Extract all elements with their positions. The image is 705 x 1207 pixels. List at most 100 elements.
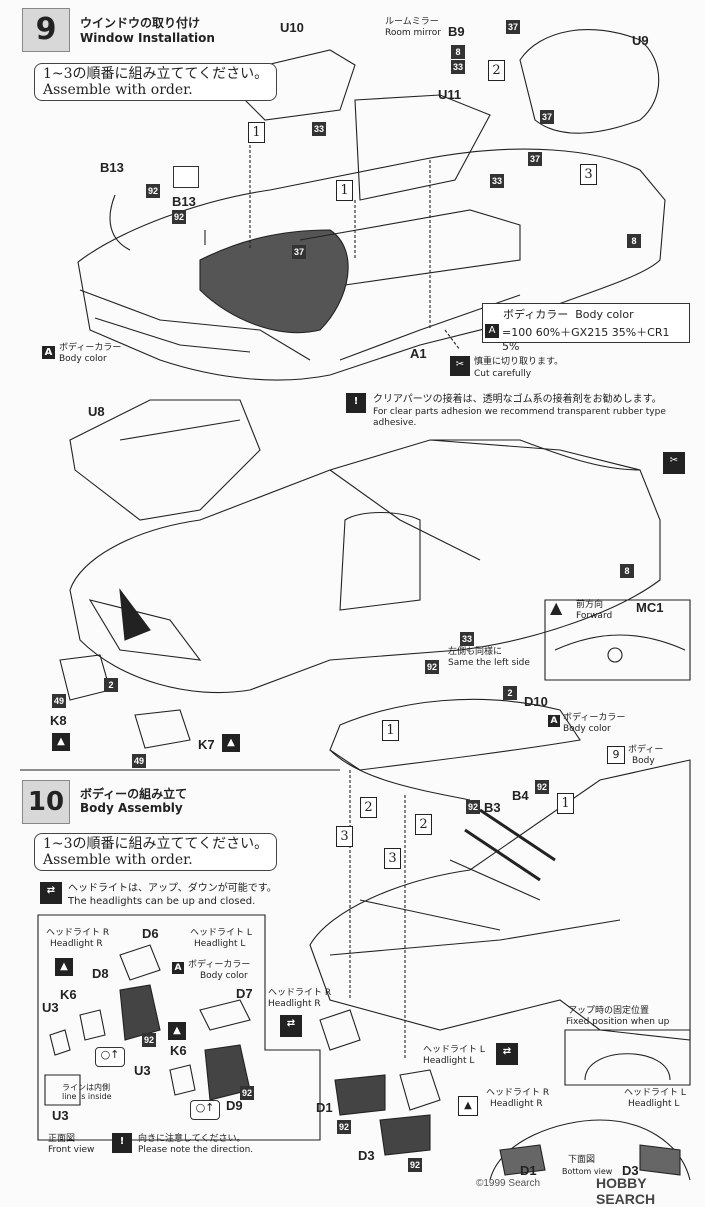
part-k6-b: K6 (170, 1043, 187, 1058)
paint-formula: =100 60%＋GX215 35%＋CR1 5% (502, 326, 670, 353)
part-b4: B4 (512, 788, 529, 803)
part-u3-a: U3 (42, 1000, 59, 1015)
glue-icon-hl-l: ▲ (168, 1022, 186, 1040)
order-note-en: Assemble with order. (43, 82, 193, 98)
paint-chip-92-i: 92 (408, 1158, 422, 1172)
attention-icon-2: ! (112, 1133, 132, 1153)
hl-r-en-a: Headlight R (50, 939, 103, 949)
paint-chip-8-a: 8 (451, 45, 465, 59)
part-u10: U10 (280, 20, 304, 35)
up-down-icon-r: ⇄ (280, 1015, 302, 1037)
part-k8: K8 (50, 713, 67, 728)
glue-icon-hl-r: ▲ (55, 958, 73, 976)
step-9-order-note: 1~3の順番に組み立ててください。 Assemble with order. (34, 63, 278, 101)
hl-l-jp-a: ヘッドライト L (190, 928, 252, 938)
up-arrow-icon-b: ○↑ (190, 1100, 220, 1120)
paint-chip-92-f: 92 (142, 1033, 156, 1047)
part-b3: B3 (484, 800, 501, 815)
step-10-title-jp: ボディーの組み立て (80, 787, 188, 801)
color-code-a-icon-d10: A (548, 715, 560, 727)
step-10-number: 10 (22, 780, 70, 824)
part-d1-a: D1 (316, 1100, 333, 1115)
forward-en: Forward (576, 611, 613, 621)
order-2-hood-a: 2 (360, 797, 377, 818)
d10-body-color-en: Body color (563, 724, 611, 734)
paint-chip-2-b: 2 (503, 686, 517, 700)
paint-chip-37-c: 37 (528, 152, 542, 166)
paint-chip-92-e: 92 (535, 780, 549, 794)
hl-r-jp-b: ヘッドライト R (268, 988, 332, 998)
line-inside-jp: ラインは内側 (62, 1083, 110, 1092)
part-d3-b: D3 (622, 1163, 639, 1178)
cut-carefully-icon-2: ✂ (663, 452, 685, 474)
order-note-10-en: Assemble with order. (43, 852, 193, 868)
glue-clear-icon-k7: ▲ (222, 734, 240, 752)
paint-chip-8-b: 8 (627, 234, 641, 248)
clear-parts-note-jp: クリアパーツの接着は、透明なゴム系の接着剤をお勧めします。 (373, 394, 662, 405)
front-view-jp: 正面図 (48, 1134, 76, 1144)
hl-r-en-b: Headlight R (268, 999, 321, 1009)
fixed-pos-jp: アップ時の固定位置 (568, 1006, 650, 1016)
cut-carefully-icon: ✂ (450, 356, 470, 376)
part-b13-b: B13 (172, 194, 196, 209)
d10-body-color-jp: ボディーカラー (563, 713, 626, 723)
up-down-icon: ⇄ (40, 882, 62, 904)
up-down-icon-l: ⇄ (496, 1043, 518, 1065)
paint-chip-37-a: 37 (506, 20, 520, 34)
order-1-u10: 1 (248, 122, 265, 143)
paint-chip-49-b: 49 (132, 754, 146, 768)
paint-chip-33-a: 33 (451, 60, 465, 74)
body-color-en: Body color (59, 354, 107, 364)
body-color-jp: ボディーカラー (59, 343, 122, 353)
order-3-u9: 3 (580, 164, 597, 185)
hl-l-en-b: Headlight L (423, 1056, 475, 1066)
hl-r-jp-a: ヘッドライト R (46, 928, 110, 938)
paint-chip-8-c: 8 (620, 564, 634, 578)
step-10-title-en: Body Assembly (80, 801, 183, 815)
part-d9: D9 (226, 1098, 243, 1113)
part-u11: U11 (438, 87, 462, 102)
front-view-en: Front view (48, 1145, 95, 1155)
headlight-note-en: The headlights can be up and closed. (68, 896, 256, 907)
part-d3-a: D3 (358, 1148, 375, 1163)
order-3-a: 3 (336, 826, 353, 847)
part-b9: B9 (448, 24, 465, 39)
direction-note-jp: 向きに注意してください。 (138, 1134, 246, 1144)
order-note-jp: 1~3の順番に組み立ててください。 (43, 66, 269, 82)
mirror-label-jp: ルームミラー (385, 17, 439, 27)
part-mc1: MC1 (636, 600, 664, 615)
order-note-10-jp: 1~3の順番に組み立ててください。 (43, 836, 269, 852)
paint-chip-33-b: 33 (312, 122, 326, 136)
d7-body-color-jp: ボディーカラー (188, 960, 251, 970)
cut-note-jp: 慎重に切り取ります。 (474, 357, 564, 367)
order-1-wiper: 1 (557, 793, 574, 814)
paint-formula-box: ボディカラー Body color A =100 60%＋GX215 35%＋C… (482, 303, 690, 353)
part-u9: U9 (632, 33, 649, 48)
part-a1: A1 (410, 346, 427, 361)
step-10-order-note: 1~3の順番に組み立ててください。 Assemble with order. (34, 833, 278, 871)
hl-l-jp-b: ヘッドライト L (423, 1045, 485, 1055)
same-side-jp: 左側も同様に (448, 647, 503, 657)
paint-title: ボディカラー Body color (503, 308, 634, 321)
part-d7: D7 (236, 986, 253, 1001)
line-inside-en: line is inside (62, 1092, 112, 1101)
body-ref-en: Body (632, 756, 655, 766)
part-d8: D8 (92, 966, 109, 981)
fixed-pos-en: Fixed position when up (566, 1017, 670, 1027)
hl-r-en-c: Headlight R (490, 1099, 543, 1109)
part-d6: D6 (142, 926, 159, 941)
headlight-note-jp: ヘッドライトは、アップ、ダウンが可能です。 (68, 883, 277, 894)
d7-body-color-en: Body color (200, 971, 248, 981)
paint-chip-33-c: 33 (490, 174, 504, 188)
order-3-b: 3 (384, 848, 401, 869)
glue-clear-icon-k8: ▲ (52, 733, 70, 751)
order-2-mirror: 2 (488, 60, 505, 81)
forward-arrow-icon: ▲ (550, 598, 563, 617)
bottom-view-jp: 下面図 (568, 1155, 596, 1165)
direction-note-en: Please note the direction. (138, 1145, 254, 1155)
paint-chip-37-d: 37 (292, 245, 306, 259)
part-b13-a: B13 (100, 160, 124, 175)
step-9-title-en: Window Installation (80, 31, 215, 45)
clear-parts-note-en: For clear parts adhesion we recommend tr… (373, 407, 666, 428)
